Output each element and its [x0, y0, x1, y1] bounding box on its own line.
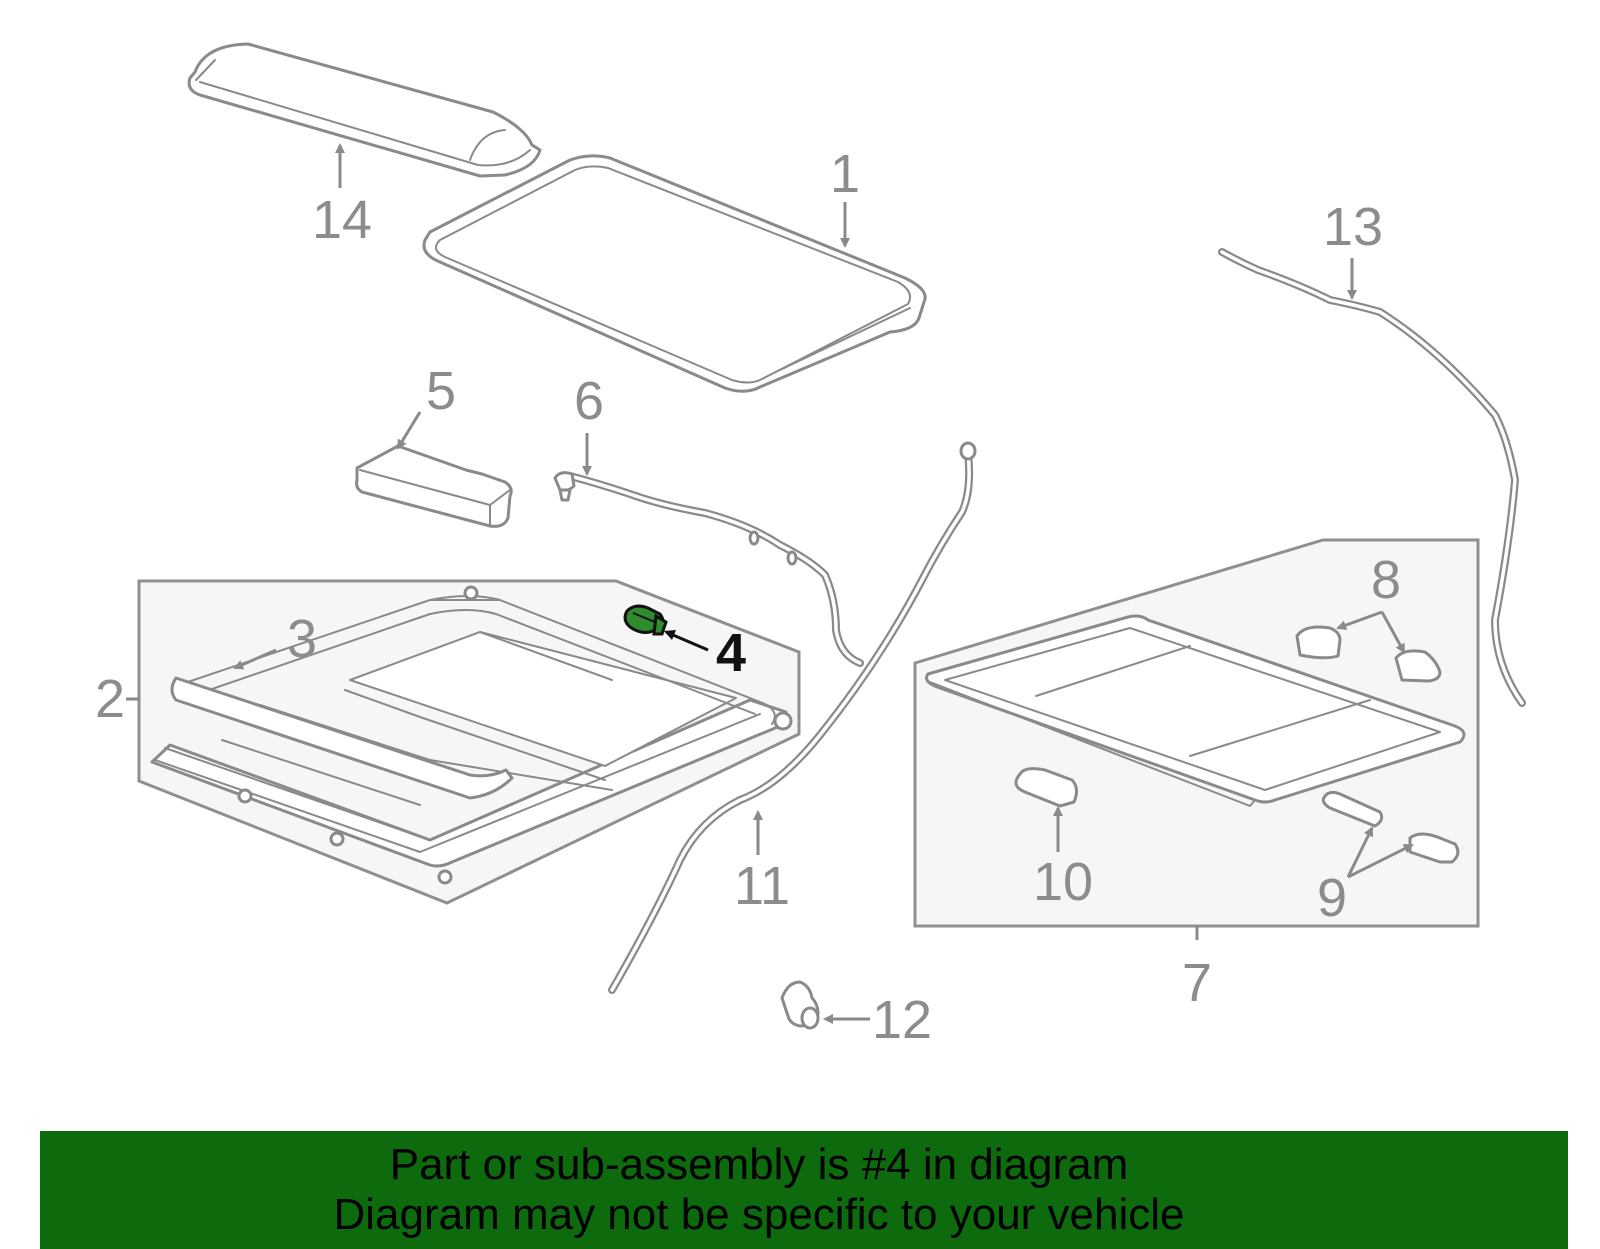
- part-13-drain-hose[interactable]: [1218, 248, 1526, 707]
- callout-6: 6: [574, 371, 604, 431]
- callout-4: 4: [716, 623, 746, 683]
- callout-2: 2: [95, 669, 125, 729]
- callout-10: 10: [1033, 852, 1093, 912]
- callout-8: 8: [1371, 550, 1401, 610]
- callout-11: 11: [734, 856, 790, 916]
- part-5-module[interactable]: [355, 444, 513, 528]
- callout-3: 3: [287, 609, 317, 669]
- part-1-glass-panel[interactable]: [422, 154, 927, 393]
- part-7-shade-assembly[interactable]: [913, 538, 1480, 928]
- part-2-frame-assembly[interactable]: [137, 579, 801, 905]
- part-4-highlighted[interactable]: [623, 604, 668, 636]
- notice-banner: Part or sub-assembly is #4 in diagram Di…: [40, 1131, 1568, 1249]
- notice-line-part: Part or sub-assembly is #4 in diagram: [389, 1140, 1129, 1189]
- part-6-harness[interactable]: [553, 471, 864, 667]
- callout-1: 1: [830, 144, 860, 204]
- callout-13: 13: [1323, 197, 1383, 257]
- callout-12: 12: [872, 990, 932, 1050]
- leader-lines: [126, 143, 1414, 1024]
- callout-14: 14: [312, 190, 372, 250]
- part-14-wind-deflector[interactable]: [187, 42, 542, 178]
- part-12-clip[interactable]: [780, 980, 820, 1030]
- callout-5: 5: [426, 361, 456, 421]
- part-8-handle-b: [1394, 649, 1442, 683]
- callout-labels: 1 2 3 4 5 6 7 8 9 10 11 12 13 14: [95, 144, 1401, 1050]
- part-11-drain-hose[interactable]: [608, 441, 977, 994]
- callout-7: 7: [1182, 953, 1212, 1013]
- part-8-handle-a: [1295, 625, 1342, 660]
- notice-line-disclaimer: Diagram may not be specific to your vehi…: [333, 1190, 1185, 1239]
- callout-9: 9: [1317, 868, 1347, 928]
